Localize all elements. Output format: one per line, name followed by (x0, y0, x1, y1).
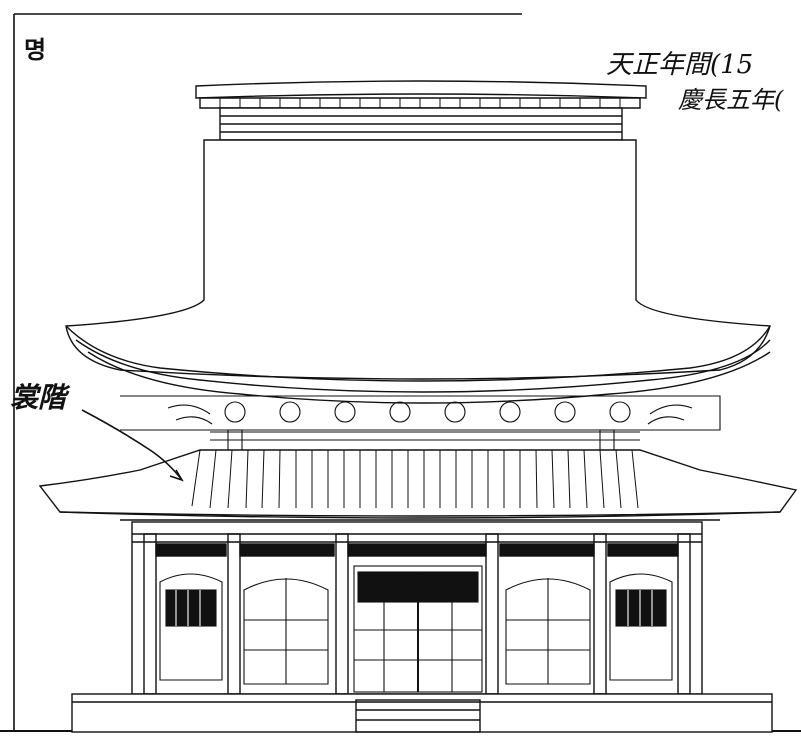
main-door (353, 565, 483, 693)
upper-bracket-band (120, 395, 721, 453)
side-windows (159, 573, 673, 681)
upper-ridge (195, 80, 647, 141)
label-leader-line (81, 409, 183, 481)
date-annotation-line-1: 天正年間(15 (606, 50, 754, 80)
mokoshi-label: 裳階 (10, 381, 67, 414)
date-annotation-line-2: 慶長五年( (678, 86, 784, 114)
stone-base (71, 693, 773, 733)
corner-mark-text: 명 (24, 35, 47, 64)
side-doors (243, 578, 591, 685)
upper-roof (65, 139, 771, 404)
mokoshi-roof (38, 449, 798, 521)
label-leader-arrow (169, 469, 184, 482)
